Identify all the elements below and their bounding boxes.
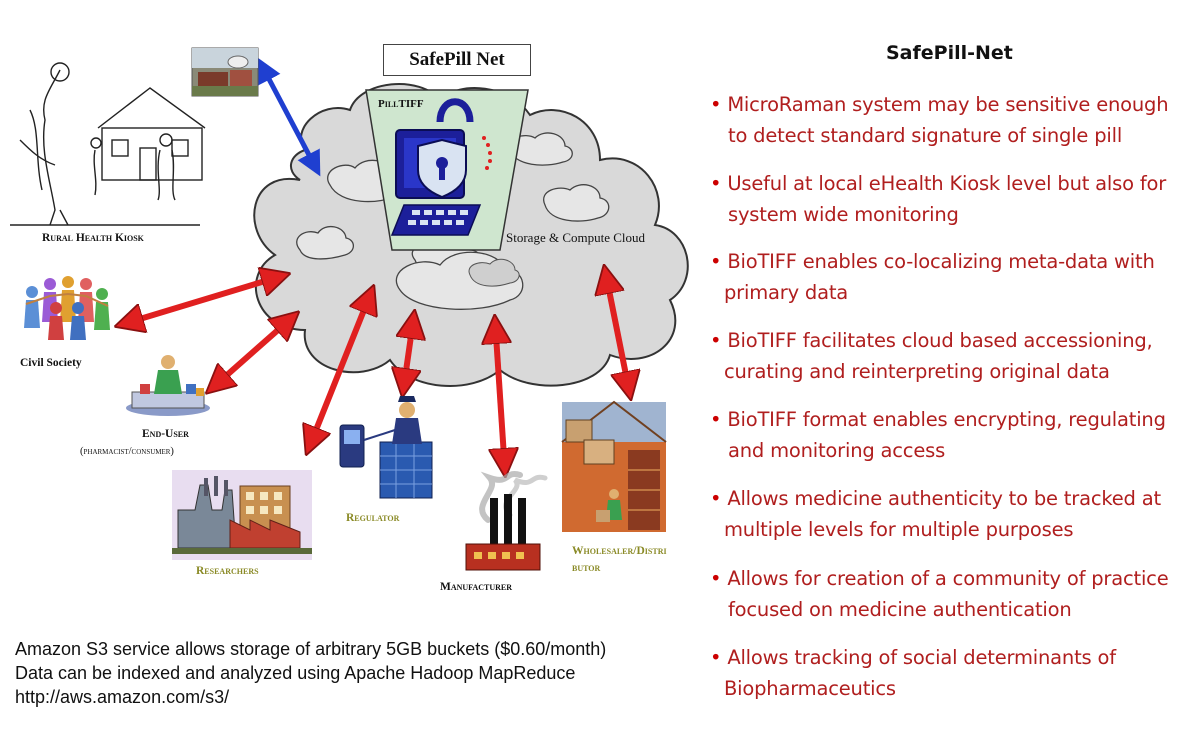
civil-society-figures [24, 276, 110, 340]
wholesaler-label-2: butor [572, 562, 601, 574]
arrow-wholesaler [605, 270, 630, 395]
bullet-1: •MicroRaman system may be sensitive enou… [710, 93, 1169, 147]
end-user-sub-label: (pharmacist/consumer) [80, 446, 174, 457]
arrow-civil-society [120, 275, 285, 325]
civil-society-label: Civil Society [20, 357, 82, 369]
regulator-label: Regulator [346, 512, 400, 524]
manufacturer-label: Manufacturer [440, 581, 513, 593]
wholesaler-warehouse [561, 400, 667, 532]
footer-line-2: Data can be indexed and analyzed using A… [15, 663, 576, 683]
pilltiff-label: PillTIFF [378, 98, 424, 110]
footer-line-1: Amazon S3 service allows storage of arbi… [15, 639, 607, 659]
bullet-5: •BioTIFF format enables encrypting, regu… [710, 408, 1166, 462]
end-user-figure [126, 355, 210, 416]
end-user-label: End-User [142, 428, 189, 440]
arrow-end-user [210, 315, 295, 390]
diagram-title-box: SafePill Net [383, 44, 531, 76]
footer-line-3: http://aws.amazon.com/s3/ [15, 687, 230, 707]
manufacturer-factory [465, 470, 548, 571]
rural-kiosk-sketch [10, 62, 206, 226]
bullet-2: •Useful at local eHealth Kiosk level but… [710, 172, 1167, 226]
arrow-manufacturer [495, 320, 505, 472]
arrow-researchers [308, 290, 372, 450]
rural-kiosk-label: Rural Health Kiosk [42, 232, 144, 244]
amazon-s3-note: Amazon S3 service allows storage of arbi… [15, 637, 606, 709]
bullet-3: •BioTIFF enables co-localizing meta-data… [710, 250, 1155, 304]
satellite-dish-photo [191, 47, 259, 97]
arrow-kiosk-blue [257, 57, 321, 177]
connection-arrows [120, 57, 630, 472]
bullet-8: •Allows tracking of social determinants … [710, 646, 1116, 700]
bullet-6: •Allows medicine authenticity to be trac… [710, 487, 1161, 541]
regulator-figure [339, 396, 433, 499]
bullet-4: •BioTIFF facilitates cloud based accessi… [710, 329, 1153, 383]
arrow-regulator [403, 315, 414, 392]
pilltiff-panel [365, 89, 529, 251]
panel-title: SafePill-Net [886, 42, 1013, 64]
researchers-label: Researchers [196, 565, 259, 577]
wholesaler-label: Wholesaler/Distri [572, 545, 667, 557]
cloud-label: Storage & Compute Cloud [506, 230, 646, 245]
bullet-7: •Allows for creation of a community of p… [710, 567, 1169, 621]
researchers-factory [172, 470, 312, 560]
